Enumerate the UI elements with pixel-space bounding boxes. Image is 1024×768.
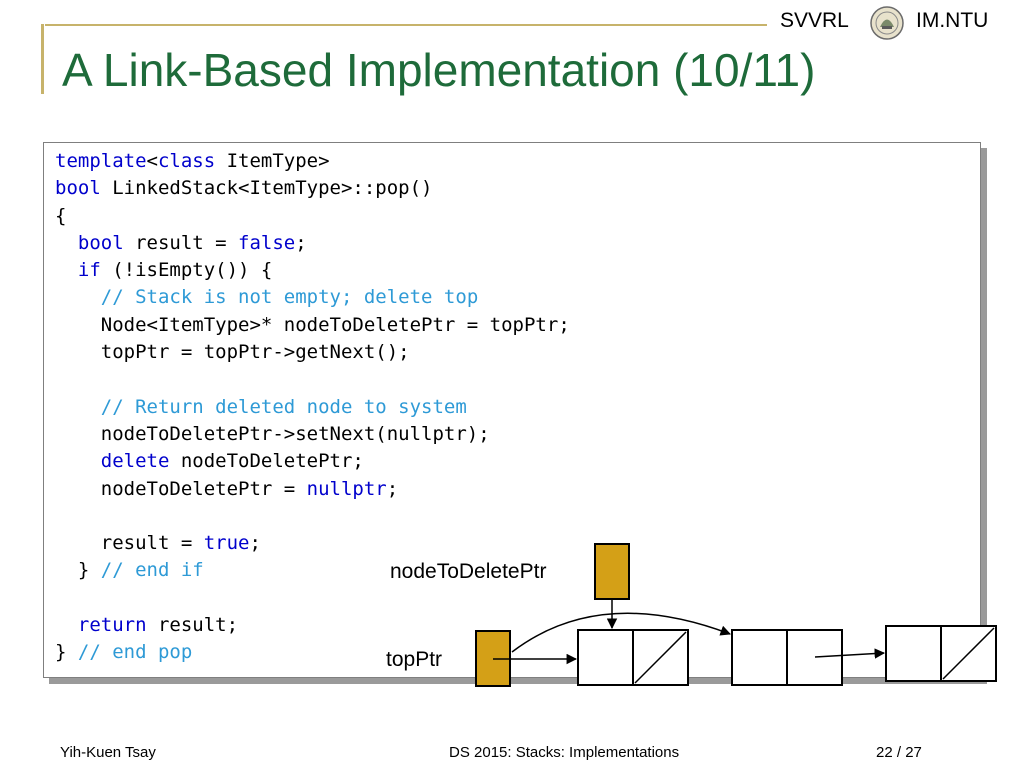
slide-title: A Link-Based Implementation (10/11): [62, 44, 816, 96]
list-node-2: [731, 629, 843, 686]
top-pointer-label: topPtr: [386, 648, 443, 671]
brand-svvrl: SVVRL: [780, 9, 849, 32]
code-text: topPtr = topPtr->getNext();: [55, 341, 410, 364]
code-line: } // end pop: [55, 639, 570, 666]
code-text: [55, 286, 101, 308]
code-text: ;: [295, 231, 307, 254]
code-line: [55, 503, 570, 530]
code-keyword: bool: [55, 177, 101, 200]
footer-author: Yih-Kuen Tsay: [60, 744, 156, 761]
code-keyword: nullptr: [306, 477, 387, 500]
code-keyword: delete: [100, 450, 170, 473]
node-to-delete-pointer-box: [594, 543, 630, 600]
footer-course: DS 2015: Stacks: Implementations: [449, 744, 680, 761]
code-keyword: bool: [77, 231, 124, 254]
code-keyword: return: [77, 614, 147, 637]
code-comment: // Stack is not empty; delete top: [100, 286, 479, 309]
page-separator: /: [892, 744, 906, 761]
header-rule: [45, 24, 767, 26]
code-text: [55, 232, 78, 254]
code-line: nodeToDeletePtr = nullptr;: [55, 476, 570, 503]
code-line: Node<ItemType>* nodeToDeletePtr = topPtr…: [55, 312, 570, 339]
code-comment: // end if: [100, 559, 204, 582]
code-text: result =: [123, 231, 239, 254]
code-text: [55, 450, 101, 472]
header-left-rule: [41, 24, 44, 94]
code-line: delete nodeToDeletePtr;: [55, 448, 570, 475]
code-keyword: false: [238, 231, 296, 254]
arrow-node2-to-node3: [814, 648, 886, 659]
code-text: LinkedStack<ItemType>::pop(): [100, 177, 433, 200]
code-keyword: if: [77, 259, 101, 282]
code-comment: // Return deleted node to system: [100, 395, 467, 418]
code-line: topPtr = topPtr->getNext();: [55, 339, 570, 366]
code-line: {: [55, 203, 570, 230]
code-text: result =: [55, 532, 204, 555]
code-box: [43, 142, 981, 678]
page-current: 22: [876, 744, 893, 761]
code-text: {: [55, 204, 67, 227]
code-text: Node<ItemType>* nodeToDeletePtr = topPtr…: [55, 313, 570, 336]
code-text: ItemType>: [215, 150, 330, 172]
code-line: [55, 366, 570, 393]
code-comment: // end pop: [77, 641, 193, 664]
university-seal-icon: [870, 6, 904, 40]
code-line: nodeToDeletePtr->setNext(nullptr);: [55, 421, 570, 448]
code-text: (!isEmpty()) {: [100, 259, 273, 282]
code-line: if (!isEmpty()) {: [55, 257, 570, 284]
code-keyword: true: [203, 532, 250, 555]
code-line: // Return deleted node to system: [55, 394, 570, 421]
code-line: return result;: [55, 612, 570, 639]
code-text: }: [55, 641, 78, 664]
code-text: }: [55, 559, 101, 582]
code-text: nodeToDeletePtr;: [169, 450, 364, 473]
code-line: bool LinkedStack<ItemType>::pop(): [55, 175, 570, 202]
footer-page-number: 22 / 27: [876, 744, 922, 761]
code-keyword: class: [157, 150, 216, 172]
code-text: <: [146, 150, 158, 172]
code-line: template<class ItemType>: [55, 148, 570, 175]
code-keyword: template: [55, 150, 147, 172]
arrow-top-to-node2-curve: [511, 612, 731, 653]
node-to-delete-label: nodeToDeletePtr: [390, 560, 547, 583]
code-text: [55, 396, 101, 418]
list-node-1: [577, 629, 689, 686]
list-node-3: [885, 625, 997, 682]
code-block: template<class ItemType>bool LinkedStack…: [55, 148, 570, 667]
code-text: result;: [146, 614, 239, 637]
brand-imntu: IM.NTU: [916, 9, 989, 32]
code-line: } // end if: [55, 557, 570, 584]
page-total: 27: [905, 744, 922, 761]
code-text: nodeToDeletePtr =: [55, 477, 307, 500]
code-line: // Stack is not empty; delete top: [55, 284, 570, 311]
code-text: nodeToDeletePtr->setNext(nullptr);: [55, 422, 490, 445]
code-line: bool result = false;: [55, 230, 570, 257]
code-line: result = true;: [55, 530, 570, 557]
code-text: [55, 614, 78, 636]
code-text: ;: [249, 532, 261, 555]
code-text: [55, 259, 78, 281]
code-line: [55, 585, 570, 612]
code-text: ;: [386, 477, 399, 500]
